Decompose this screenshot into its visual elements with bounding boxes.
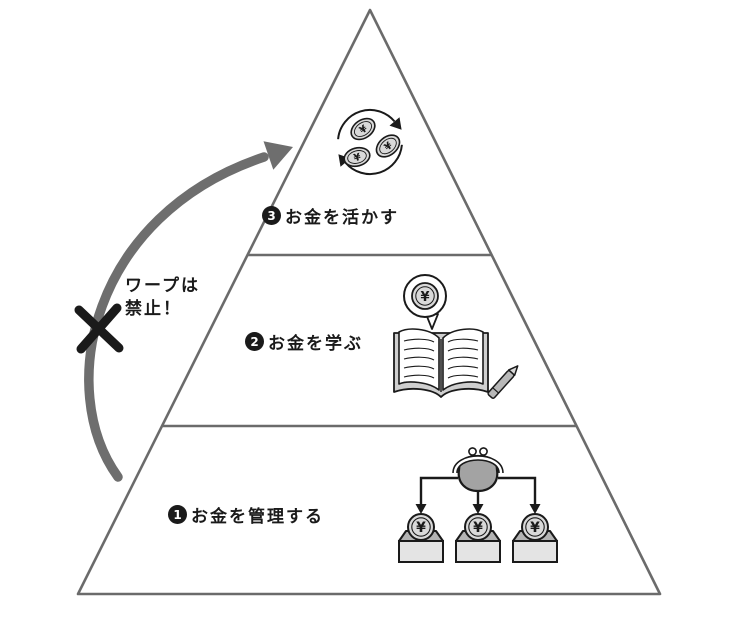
level-3-number-badge: 3 bbox=[262, 206, 281, 225]
pyramid-outline bbox=[76, 8, 662, 596]
warp-prohibited-note: ワープは 禁止！ bbox=[125, 275, 200, 321]
level-2-label-text: お金を学ぶ bbox=[268, 334, 363, 354]
no-warp-x-icon bbox=[74, 303, 124, 354]
yen-symbol: ¥ bbox=[530, 520, 540, 536]
warp-note-line-1: ワープは bbox=[125, 276, 200, 296]
cycle-coin-2: ¥ bbox=[375, 134, 401, 158]
level-2-number-badge: 2 bbox=[245, 332, 264, 351]
page-lines bbox=[403, 338, 479, 379]
yen-symbol: ¥ bbox=[420, 290, 429, 305]
distribution-arrows bbox=[419, 476, 537, 506]
purse-clasp-ball bbox=[479, 447, 488, 456]
cycle-coin-1: ¥ bbox=[350, 117, 376, 141]
warp-arrow bbox=[84, 141, 293, 482]
distribution-arrowheads bbox=[415, 504, 541, 514]
level-1-label: 1 お金を管理する bbox=[168, 502, 324, 527]
yen-speech-bubble-icon: ¥ bbox=[403, 274, 447, 330]
warp-note-line-2: 禁止！ bbox=[125, 299, 182, 319]
money-box-2: ¥ bbox=[455, 513, 501, 563]
money-box-1: ¥ bbox=[398, 513, 444, 563]
money-box-3: ¥ bbox=[512, 513, 558, 563]
cycle-coin-3: ¥ bbox=[343, 146, 371, 168]
yen-symbol: ¥ bbox=[416, 520, 426, 536]
level-1-number-badge: 1 bbox=[168, 505, 187, 524]
level-3-label-text: お金を活かす bbox=[285, 208, 399, 228]
purse-clasp-ball bbox=[468, 447, 477, 456]
level-2-label: 2 お金を学ぶ bbox=[245, 329, 363, 354]
pen-icon bbox=[487, 365, 519, 399]
yen-symbol: ¥ bbox=[352, 152, 362, 164]
yen-symbol: ¥ bbox=[473, 520, 483, 536]
circulating-coins-icon: ¥ ¥ ¥ bbox=[337, 108, 403, 176]
level-1-label-text: お金を管理する bbox=[191, 507, 324, 527]
open-book-icon bbox=[393, 328, 489, 398]
level-3-label: 3 お金を活かす bbox=[262, 203, 399, 228]
purse-icon bbox=[452, 447, 504, 493]
cycle-arrowhead-top bbox=[389, 117, 402, 130]
